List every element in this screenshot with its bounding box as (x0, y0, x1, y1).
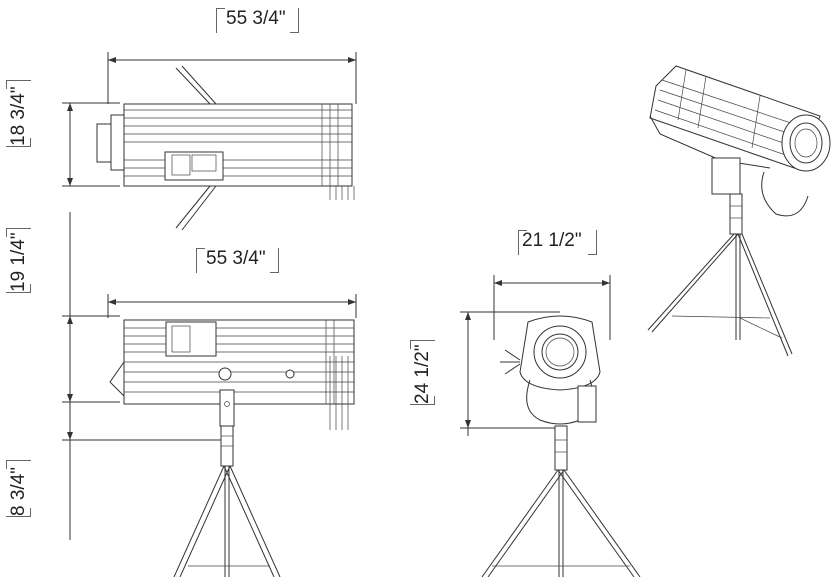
dim-top-width: 55 3/4" (226, 8, 286, 29)
dim-bracket (6, 460, 31, 469)
dim-bracket (6, 508, 31, 517)
front-view (460, 275, 641, 577)
dim-bracket (588, 230, 597, 255)
dim-bracket (6, 284, 31, 293)
dim-bracket (6, 80, 31, 89)
dim-bracket (410, 340, 435, 349)
top-view (62, 52, 357, 231)
perspective-view (647, 65, 831, 357)
dim-bracket (216, 8, 225, 33)
dim-front-width: 21 1/2" (522, 230, 582, 251)
dim-bracket (410, 396, 435, 405)
side-view (62, 212, 357, 577)
dim-bracket (6, 228, 31, 237)
dim-bracket (290, 8, 299, 33)
dim-bracket (518, 230, 527, 255)
dim-bracket (270, 248, 279, 273)
dim-bracket (6, 138, 31, 147)
dim-bracket (196, 248, 205, 273)
dim-side-width: 55 3/4" (206, 248, 266, 269)
